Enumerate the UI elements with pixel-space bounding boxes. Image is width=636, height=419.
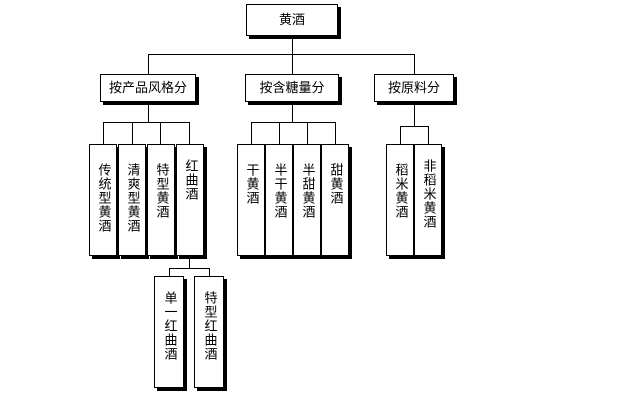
item-label: 稻米黄酒: [392, 163, 408, 219]
category-node-style: 按产品风格分: [100, 74, 196, 102]
item-node: 甜黄酒: [321, 144, 349, 256]
category-node-material: 按原料分: [374, 74, 454, 102]
connector-line: [292, 102, 293, 122]
connector-line: [169, 268, 170, 276]
connector-line: [189, 122, 190, 144]
item-node: 半甜黄酒: [293, 144, 321, 256]
connector-line: [251, 122, 252, 144]
item-node: 稻米黄酒: [386, 144, 414, 256]
connector-line: [148, 54, 149, 74]
category-label: 按产品风格分: [108, 80, 187, 96]
item-node: 特型黄酒: [147, 144, 175, 256]
item-label: 半干黄酒: [271, 163, 287, 219]
item-label: 特型黄酒: [153, 163, 169, 219]
connector-line: [279, 122, 280, 144]
item-label: 清爽型黄酒: [124, 163, 140, 233]
item-label: 红曲酒: [182, 159, 198, 201]
connector-line: [160, 122, 161, 144]
item-node: 干黄酒: [237, 144, 265, 256]
root-label: 黄酒: [278, 12, 305, 28]
item-label: 非稻米黄酒: [420, 159, 436, 229]
connector-line: [414, 102, 415, 126]
item-label: 甜黄酒: [327, 163, 343, 205]
sub-item-label: 单一红曲酒: [161, 291, 177, 361]
item-node: 非稻米黄酒: [414, 144, 442, 256]
item-node: 红曲酒: [176, 144, 204, 256]
sub-item-node: 单一红曲酒: [154, 276, 184, 388]
category-label: 按原料分: [387, 80, 440, 96]
connector-line: [400, 126, 428, 127]
connector-line: [292, 54, 293, 74]
sub-item-label: 特型红曲酒: [201, 291, 217, 361]
category-label: 按含糖量分: [259, 80, 325, 96]
item-label: 干黄酒: [243, 163, 259, 205]
connector-line: [103, 122, 189, 123]
connector-line: [169, 268, 209, 269]
sub-item-node: 特型红曲酒: [194, 276, 224, 388]
connector-line: [400, 126, 401, 144]
connector-line: [335, 122, 336, 144]
connector-line: [307, 122, 308, 144]
connector-line: [189, 256, 190, 268]
connector-line: [428, 126, 429, 144]
category-node-sugar: 按含糖量分: [245, 74, 339, 102]
root-node: 黄酒: [246, 4, 338, 36]
item-node: 传统型黄酒: [89, 144, 117, 256]
connector-line: [148, 54, 414, 55]
connector-line: [292, 36, 293, 54]
connector-line: [251, 122, 335, 123]
connector-line: [103, 122, 104, 144]
connector-line: [209, 268, 210, 276]
connector-line: [132, 122, 133, 144]
item-label: 半甜黄酒: [299, 163, 315, 219]
connector-line: [148, 102, 149, 122]
item-node: 半干黄酒: [265, 144, 293, 256]
connector-line: [414, 54, 415, 74]
item-node: 清爽型黄酒: [118, 144, 146, 256]
item-label: 传统型黄酒: [95, 163, 111, 233]
